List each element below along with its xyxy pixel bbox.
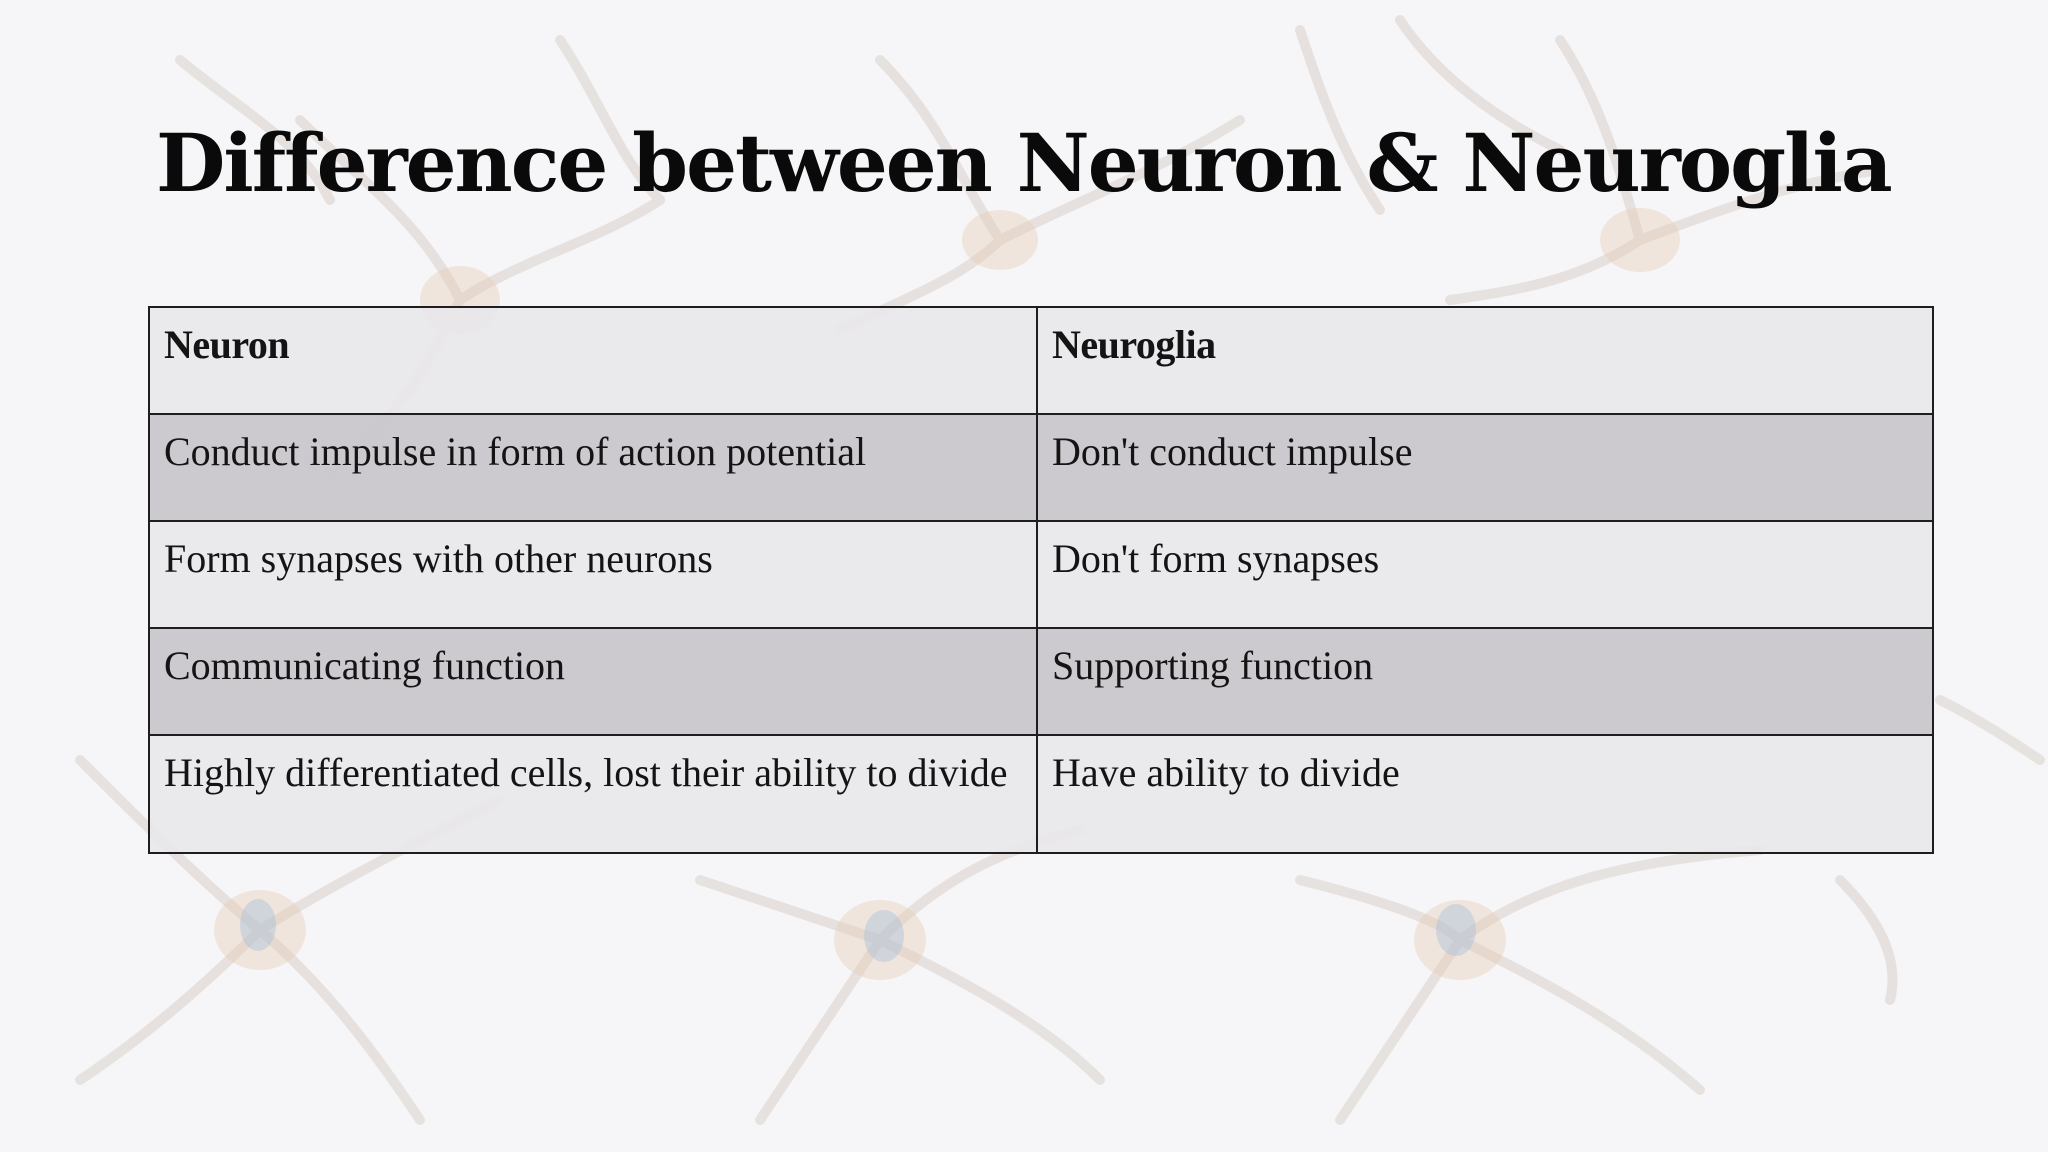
table-cell: Have ability to divide — [1036, 734, 1934, 854]
table-header-row: Neuron Neuroglia — [148, 306, 1934, 415]
comparison-table: Neuron Neuroglia Conduct impulse in form… — [148, 306, 1934, 854]
table-row: Highly differentiated cells, lost their … — [148, 734, 1934, 854]
table-row: Communicating function Supporting functi… — [148, 627, 1934, 736]
slide-title: Difference between Neuron & Neuroglia — [156, 116, 1893, 210]
column-header-neuron: Neuron — [148, 306, 1038, 415]
table-row: Form synapses with other neurons Don't f… — [148, 520, 1934, 629]
table-cell: Don't form synapses — [1036, 520, 1934, 629]
table-cell: Communicating function — [148, 627, 1038, 736]
table-cell: Highly differentiated cells, lost their … — [148, 734, 1038, 854]
table-row: Conduct impulse in form of action potent… — [148, 413, 1934, 522]
table-cell: Form synapses with other neurons — [148, 520, 1038, 629]
column-header-neuroglia: Neuroglia — [1036, 306, 1934, 415]
table-cell: Don't conduct impulse — [1036, 413, 1934, 522]
table-cell: Conduct impulse in form of action potent… — [148, 413, 1038, 522]
table-cell: Supporting function — [1036, 627, 1934, 736]
